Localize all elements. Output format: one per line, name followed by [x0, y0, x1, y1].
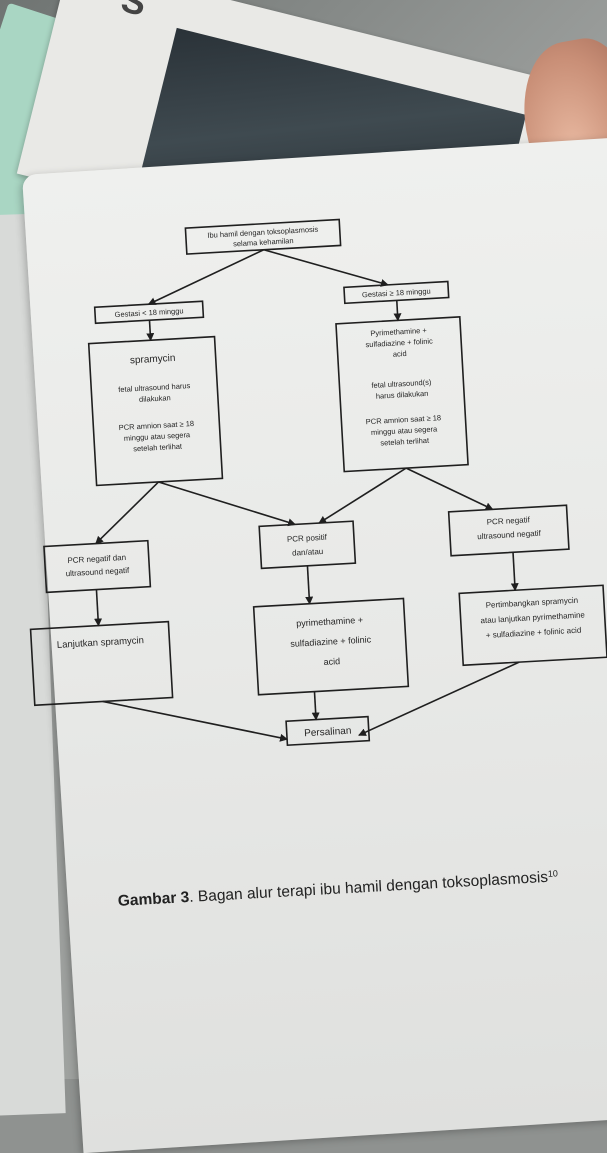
label-line: PCR amnion saat ≥ 18: [366, 413, 442, 426]
label-line: Pertimbangkan spramycin: [485, 596, 578, 610]
edge-therapy-right-to-pos: [318, 467, 407, 524]
label-line: sulfadiazine + folinic: [290, 634, 372, 649]
branch-right-label: Gestasi ≥ 18 minggu: [362, 286, 431, 299]
therapy-right-pcr: PCR amnion saat ≥ 18minggu atau segerase…: [366, 413, 443, 448]
label-line: Gestasi < 18 minggu: [114, 306, 183, 319]
edge-outcome-right-to-end: [358, 661, 520, 736]
outcome-right-box: Pertimbangkan spramycinatau lanjutkan py…: [458, 584, 607, 667]
edge-outcome-left-to-end: [102, 700, 289, 742]
caption-label: Gambar 3: [117, 889, 190, 910]
label-line: spramycin: [130, 353, 176, 367]
end-label: Persalinan: [304, 726, 352, 740]
label-line: PCR amnion saat ≥ 18: [118, 419, 194, 432]
result-negative-right-box: PCR negatif ultrasound negatif: [447, 504, 570, 557]
edge-outcome-middle-to-end: [311, 691, 320, 721]
edge-start-right: [263, 248, 389, 287]
label-line: Persalinan: [304, 726, 352, 740]
flowchart-diagram: Ibu hamil dengan toksoplasmosisselama ke…: [29, 218, 607, 910]
result-negative-left-label: PCR negatif danultrasound negatif: [65, 553, 131, 579]
label-line: PCR positif: [287, 533, 328, 544]
caption-superscript: 10: [548, 868, 559, 879]
result-negative-left-box: PCR negatif danultrasound negatif: [43, 539, 152, 594]
branch-left-box: Gestasi < 18 minggu: [93, 300, 205, 325]
result-positive-box: PCR positif dan/atau: [258, 520, 357, 570]
label-line: ultrasound negatif: [65, 566, 130, 579]
label-line: setelah terlihat: [133, 442, 183, 454]
branch-right-box: Gestasi ≥ 18 minggu: [343, 280, 450, 305]
label-line: Pyrimethamine +: [370, 326, 428, 338]
label-line: + sulfadiazine + folinic acid: [486, 626, 582, 640]
therapy-right-box: Pyrimethamine +sulfadiazine + folinicaci…: [335, 316, 469, 473]
therapy-right-drug: Pyrimethamine +sulfadiazine + folinicaci…: [365, 325, 434, 360]
outcome-middle-label: pyrimethamine + sulfadiazine + folinic aci…: [289, 614, 373, 668]
end-box: Persalinan: [285, 715, 371, 747]
result-negative-right-label: PCR negatif ultrasound negatif: [476, 515, 542, 542]
edge-neg-right-to-outcome: [510, 552, 519, 592]
edge-neg-left-to-outcome: [94, 589, 103, 627]
label-line: minggu atau segera: [124, 430, 192, 443]
connectors: [94, 248, 520, 742]
label-line: pyrimethamine +: [296, 615, 363, 629]
outcome-right-label: Pertimbangkan spramycinatau lanjutkan py…: [479, 595, 586, 640]
edge-branch-right: [393, 300, 402, 322]
therapy-right-ultrasound: fetal ultrasound(s)harus dilakukan: [371, 378, 433, 401]
label-line: ultrasound negatif: [477, 529, 542, 542]
figure-caption: Gambar 3. Bagan alur terapi ibu hamil de…: [117, 868, 558, 910]
label-line: fetal ultrasound harus: [118, 381, 191, 394]
branch-left-label: Gestasi < 18 minggu: [114, 306, 183, 319]
label-line: fetal ultrasound(s): [371, 378, 432, 390]
label-line: harus dilakukan: [376, 389, 429, 401]
therapy-left-drug: spramycin: [130, 353, 176, 367]
therapy-left-pcr: PCR amnion saat ≥ 18minggu atau segerase…: [118, 419, 195, 454]
label-line: minggu atau segera: [371, 424, 439, 437]
label-line: atau lanjutkan pyrimethamine: [480, 610, 585, 625]
label-line: setelah terlihat: [380, 436, 430, 448]
edge-therapy-left-to-neg: [95, 481, 160, 545]
start-label: Ibu hamil dengan toksoplasmosisselama ke…: [207, 225, 319, 250]
label-line: Lanjutkan spramycin: [57, 635, 145, 651]
edge-therapy-right-to-neg: [405, 467, 494, 511]
edge-pos-to-outcome: [305, 565, 314, 605]
label-line: Gestasi ≥ 18 minggu: [362, 286, 431, 299]
result-positive-label: PCR positif dan/atau: [287, 533, 329, 558]
edge-therapy-left-to-pos: [158, 481, 297, 527]
caption-text: . Bagan alur terapi ibu hamil dengan tok…: [189, 869, 549, 906]
outcome-left-label: Lanjutkan spramycin: [57, 635, 145, 651]
label-line: sulfadiazine + folinic: [365, 336, 433, 349]
outcome-left-box: Lanjutkan spramycin: [29, 620, 174, 707]
label-line: dan/atau: [292, 547, 324, 558]
start-box: Ibu hamil dengan toksoplasmosisselama ke…: [184, 218, 342, 255]
label-line: acid: [323, 656, 340, 667]
edge-start-left: [147, 249, 265, 305]
label-line: PCR negatif: [486, 515, 530, 526]
label-line: selama kehamilan: [233, 236, 294, 248]
label-line: dilakukan: [139, 393, 171, 404]
therapy-left-ultrasound: fetal ultrasound harusdilakukan: [118, 381, 191, 405]
edge-branch-left: [146, 320, 155, 342]
outcome-middle-box: pyrimethamine + sulfadiazine + folinic aci…: [252, 597, 410, 696]
label-line: acid: [393, 349, 407, 359]
label-line: PCR negatif dan: [67, 553, 126, 565]
therapy-left-box: spramycin fetal ultrasound harusdilakuka…: [87, 335, 224, 487]
